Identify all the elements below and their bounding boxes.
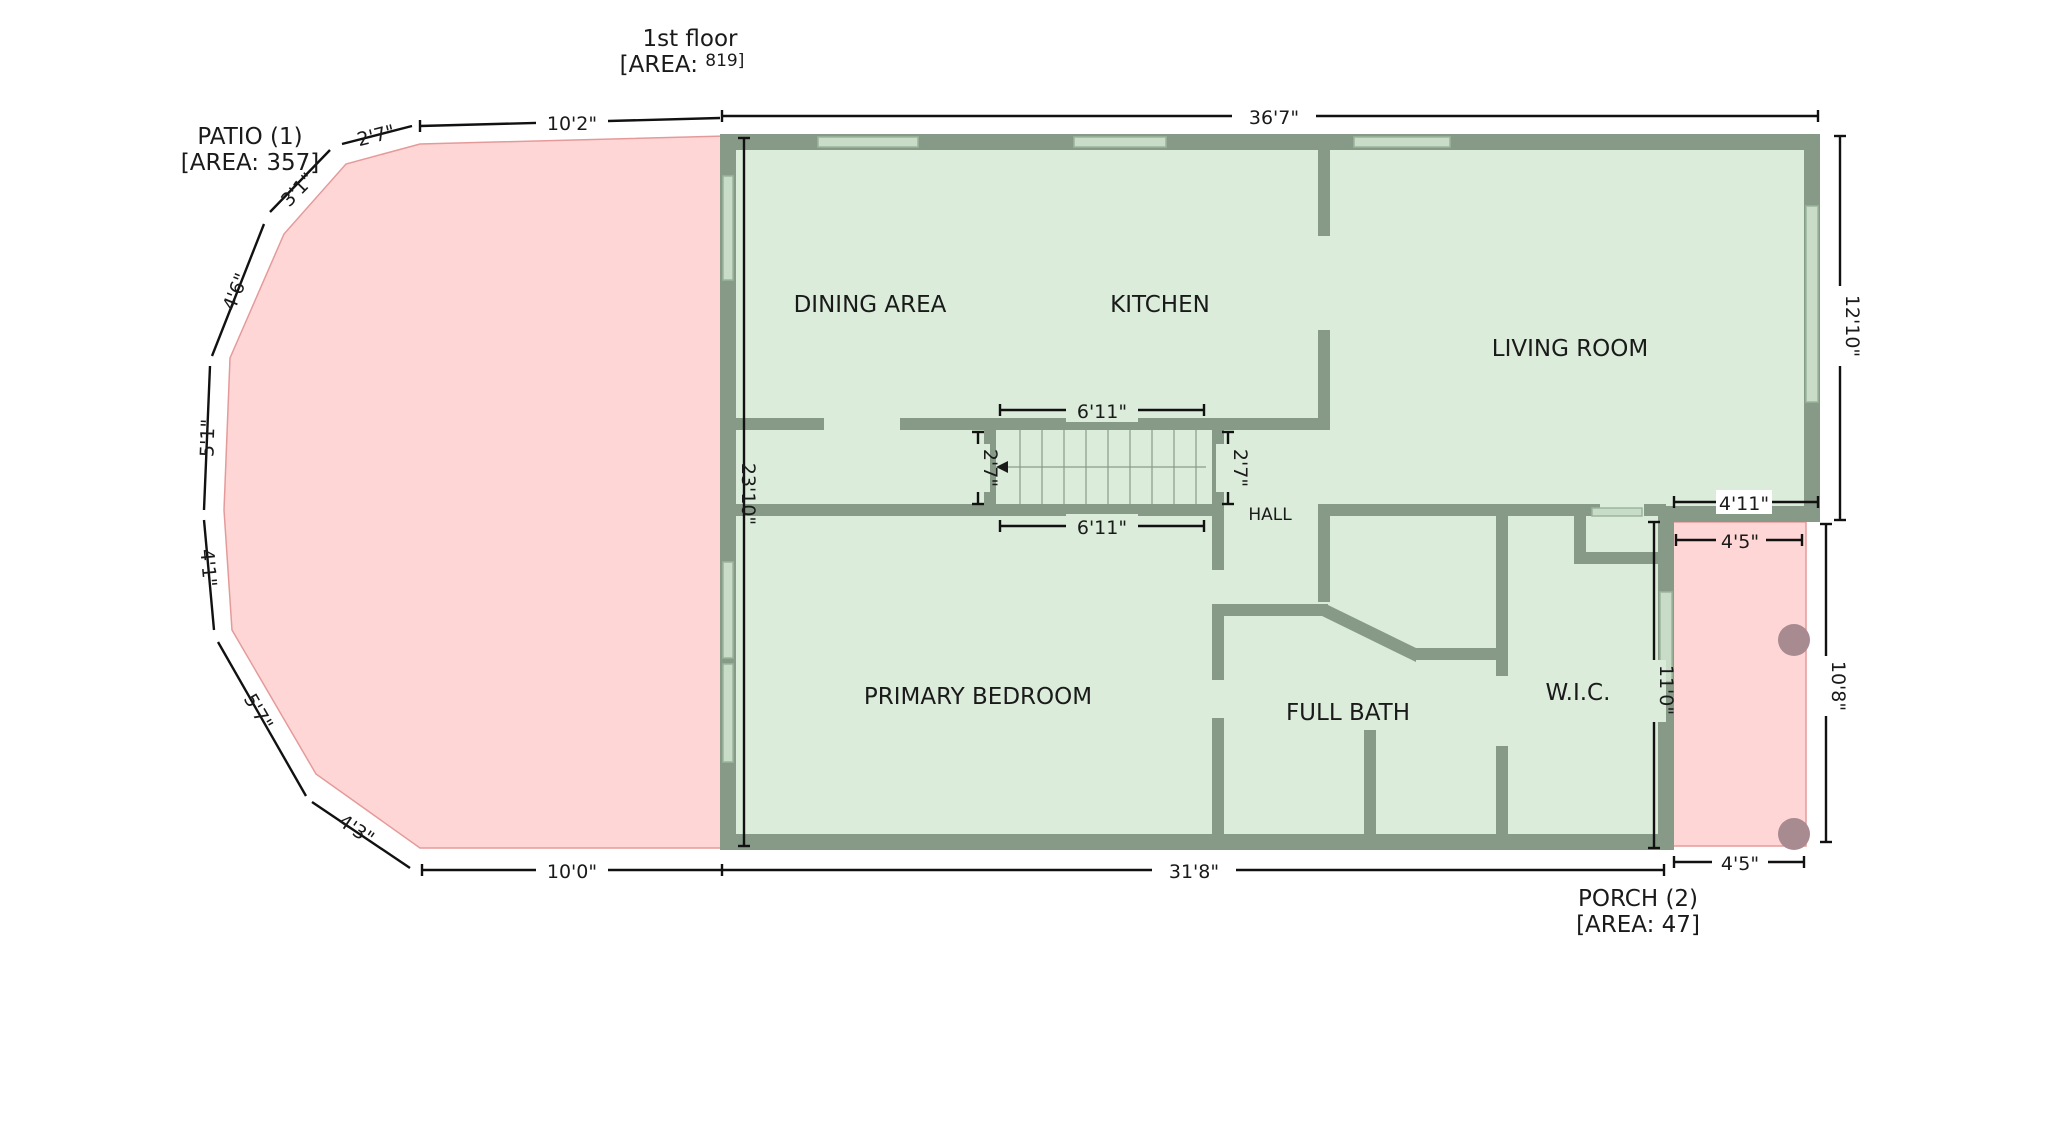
- porch-area-label: [AREA: 47]: [1576, 912, 1700, 938]
- dim-wic-depth: 11'0": [1655, 665, 1677, 715]
- room-hall: HALL: [1248, 505, 1292, 525]
- dim-patio-seg-5: 4'1": [195, 548, 220, 588]
- dim-patio-seg-1: 2'7": [355, 121, 397, 152]
- room-full-bath: FULL BATH: [1286, 700, 1410, 726]
- room-dining-area: DINING AREA: [794, 292, 947, 318]
- staircase: [1006, 430, 1206, 504]
- dim-stair-bottom: 6'11": [1077, 517, 1127, 539]
- house-interior: [726, 136, 1816, 848]
- floor-title: 1st floor: [642, 26, 738, 52]
- interior-walls: [734, 148, 1666, 838]
- room-primary-bedroom: PRIMARY BEDROOM: [864, 684, 1092, 710]
- patio-name: PATIO (1): [197, 124, 302, 150]
- room-wic: W.I.C.: [1546, 680, 1611, 706]
- dim-stair-top: 6'11": [1077, 401, 1127, 423]
- dim-bottom-overall: 31'8": [1169, 861, 1219, 883]
- stair-direction-arrow-icon: [996, 461, 1008, 473]
- dim-top-overall: 36'7": [1249, 107, 1299, 129]
- floor-area-value: 819]: [705, 51, 744, 71]
- porch-column-bottom: [1778, 818, 1810, 850]
- room-living-room: LIVING ROOM: [1492, 336, 1649, 362]
- patio-area: [223, 135, 727, 849]
- dimension-labels: 36'7" 10'2" 2'7" 3'1" 4'6" 5'1" 4'1" 5'7…: [195, 104, 1863, 883]
- dim-patio-top: 10'2": [547, 113, 597, 135]
- porch-name: PORCH (2): [1578, 886, 1698, 912]
- dim-porch-top-inner: 4'5": [1721, 531, 1759, 553]
- floor-area-label: [AREA:: [620, 52, 698, 78]
- dim-patio-bottom: 10'0": [547, 861, 597, 883]
- dim-porch-right: 10'8": [1827, 661, 1849, 711]
- porch-column-top: [1778, 624, 1810, 656]
- windows: [722, 136, 1819, 763]
- patio-area-label: [AREA: 357]: [181, 150, 319, 176]
- dim-porch-bottom: 4'5": [1721, 853, 1759, 875]
- dim-right-upper: 12'10": [1841, 295, 1863, 357]
- dim-patio-seg-3: 4'6": [219, 270, 254, 314]
- dim-porch-top-outer: 4'11": [1719, 493, 1769, 515]
- room-kitchen: KITCHEN: [1110, 292, 1210, 318]
- dim-house-depth: 23'10": [737, 463, 759, 525]
- dim-patio-seg-7: 4'3": [334, 810, 378, 850]
- dim-patio-seg-4: 5'1": [196, 419, 219, 458]
- porch-area: [1671, 521, 1807, 847]
- dim-stair-left: 2'7": [979, 449, 1001, 487]
- floor-area: [AREA: 819]: [620, 51, 745, 78]
- dim-stair-right: 2'7": [1229, 449, 1251, 487]
